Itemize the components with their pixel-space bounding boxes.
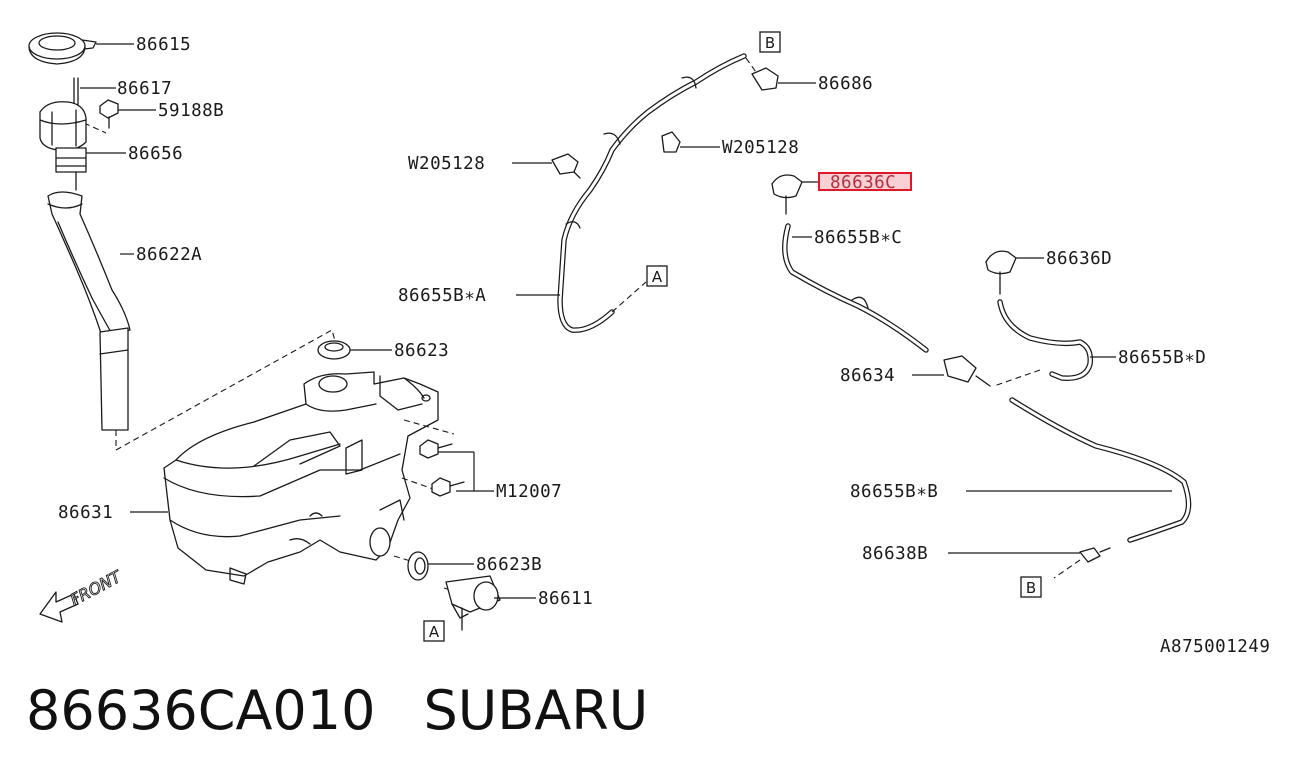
callout-86623B[interactable]: 86623B [476,555,542,575]
clip-W205128-right[interactable] [661,131,681,153]
clip-W205128-left[interactable] [551,153,581,179]
reservoir-tank-86631[interactable] [163,371,471,597]
footer-brand: SUBARU [423,679,649,742]
callout-86622A[interactable]: 86622A [136,245,202,265]
filler-cap-86615[interactable] [28,32,97,65]
callout-86631[interactable]: 86631 [58,503,113,523]
washer-pump-86611[interactable] [445,575,501,631]
callout-59188B[interactable]: 59188B [158,101,224,121]
drawing-code: A875001249 [1160,637,1270,657]
callout-86611[interactable]: 86611 [538,589,593,609]
callout-86636C[interactable]: 86636C [830,173,896,193]
callout-86623[interactable]: 86623 [394,341,449,361]
nozzle-86636C[interactable] [771,174,803,215]
grommet-86623[interactable] [317,340,351,360]
svg-text:A: A [652,268,663,286]
clip-59188B[interactable] [83,99,119,134]
callout-86617[interactable]: 86617 [117,79,172,99]
front-indicator: FRONT [39,566,126,623]
callout-W205128-right[interactable]: W205128 [722,138,799,158]
svg-text:B: B [765,34,775,52]
ref-box-a-bottom: A [423,620,445,642]
filler-head-86656[interactable] [39,101,87,191]
hose-86655B-B[interactable] [1009,397,1192,543]
callout-86655B-C[interactable]: 86655B∗C [814,228,902,248]
svg-text:B: B [1026,579,1036,597]
callout-86655B-B[interactable]: 86655B∗B [850,482,938,502]
bolts-M12007[interactable] [419,439,465,497]
hose-86655B-A[interactable] [557,53,747,333]
front-label: FRONT [67,567,125,610]
footer-part-number: 86636CA010 [26,679,376,742]
joint-86634[interactable] [943,355,991,387]
callout-86615[interactable]: 86615 [136,35,191,55]
callout-86686[interactable]: 86686 [818,74,873,94]
nozzle-86636D[interactable] [985,250,1017,295]
callout-86636D[interactable]: 86636D [1046,249,1112,269]
highlight-box [818,172,912,191]
leader-lines [80,43,1172,599]
callout-86655B-A[interactable]: 86655B∗A [398,286,486,306]
check-valve-86686[interactable] [745,57,779,91]
ref-box-a-mid: A [646,265,668,287]
callout-M12007[interactable]: M12007 [496,482,562,502]
hose-86655B-C[interactable] [782,223,929,353]
callout-86655B-D[interactable]: 86655B∗D [1118,348,1206,368]
grommet-86623B[interactable] [407,551,429,581]
ref-box-b-top: B [759,31,781,53]
callout-86638B[interactable]: 86638B [862,544,928,564]
svg-text:A: A [429,623,440,641]
callout-86656[interactable]: 86656 [128,144,183,164]
callout-86634[interactable]: 86634 [840,366,895,386]
highlight-86636C[interactable]: 86636C [802,172,912,193]
callout-W205128-left[interactable]: W205128 [408,154,485,174]
filler-hose-86622A[interactable] [47,191,131,450]
ref-box-b-bottom: B [1020,576,1042,598]
connector-86638B[interactable] [1053,547,1111,579]
hose-86655B-D[interactable] [993,299,1094,387]
